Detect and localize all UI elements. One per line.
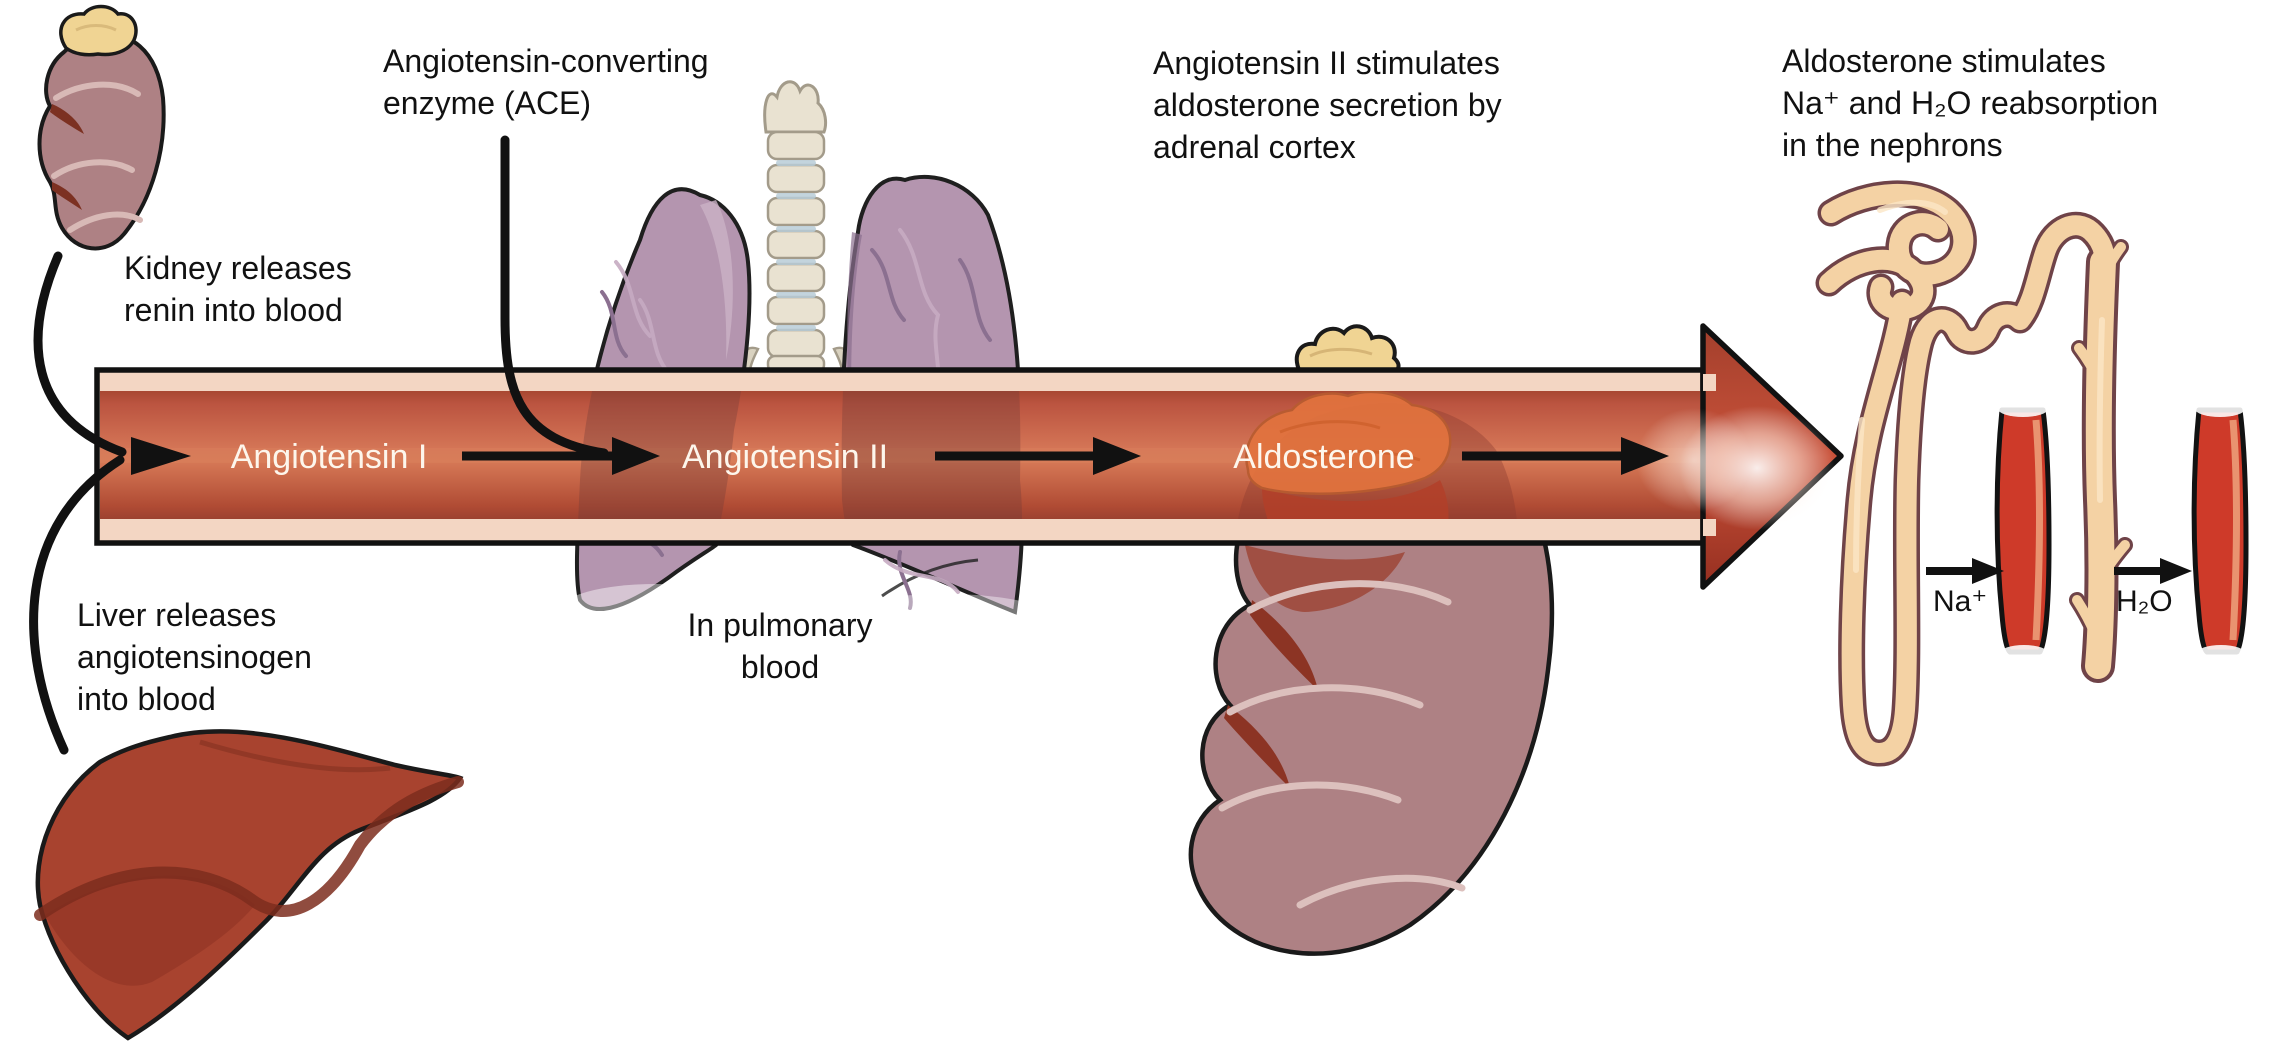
kidney-caption: Kidney releases renin into blood — [124, 250, 352, 328]
water-arrow — [2114, 558, 2192, 584]
vessel-overlaps — [578, 391, 1517, 519]
ace-arrow — [500, 135, 609, 458]
vessel-label-aldosterone: Aldosterone — [1233, 438, 1415, 476]
water-label: H₂O — [2116, 585, 2173, 618]
converging-arrowhead-icon — [131, 437, 191, 475]
arrow-angiotensin2-to-aldosterone — [935, 437, 1141, 475]
arrow-aldosterone-onward — [1462, 437, 1669, 475]
capillary-icon — [2191, 401, 2249, 661]
flow-arrows — [462, 437, 1669, 475]
capillary-icon — [1994, 401, 2052, 661]
angiotensinogen-arrow — [29, 455, 125, 755]
angiotensin2-effect-caption: Angiotensin II stimulates aldosterone se… — [1153, 45, 1502, 165]
sodium-arrow — [1926, 558, 2004, 584]
vessel-arrowhead-icon — [1636, 323, 1844, 590]
nephron-icon — [1815, 180, 2249, 767]
ace-label: Angiotensin-converting enzyme (ACE) — [383, 43, 709, 121]
sodium-label: Na⁺ — [1933, 585, 1988, 618]
arrow-angiotensin1-to-2 — [462, 437, 660, 475]
aldosterone-effect-caption: Aldosterone stimulates Na⁺ and H₂O reabs… — [1782, 43, 2159, 163]
trachea-spine-icon — [739, 80, 853, 374]
liver-caption: Liver releases angiotensinogen into bloo… — [77, 597, 312, 717]
vessel-label-angiotensin-2: Angiotensin II — [681, 438, 889, 476]
renin-arrow — [33, 251, 127, 457]
kidney-icon — [37, 4, 166, 251]
adrenal-gland-icon — [59, 4, 138, 57]
pulmonary-caption: In pulmonary blood — [687, 607, 873, 685]
vessel-label-angiotensin-1: Angiotensin I — [230, 438, 428, 476]
liver-icon — [34, 729, 464, 1041]
